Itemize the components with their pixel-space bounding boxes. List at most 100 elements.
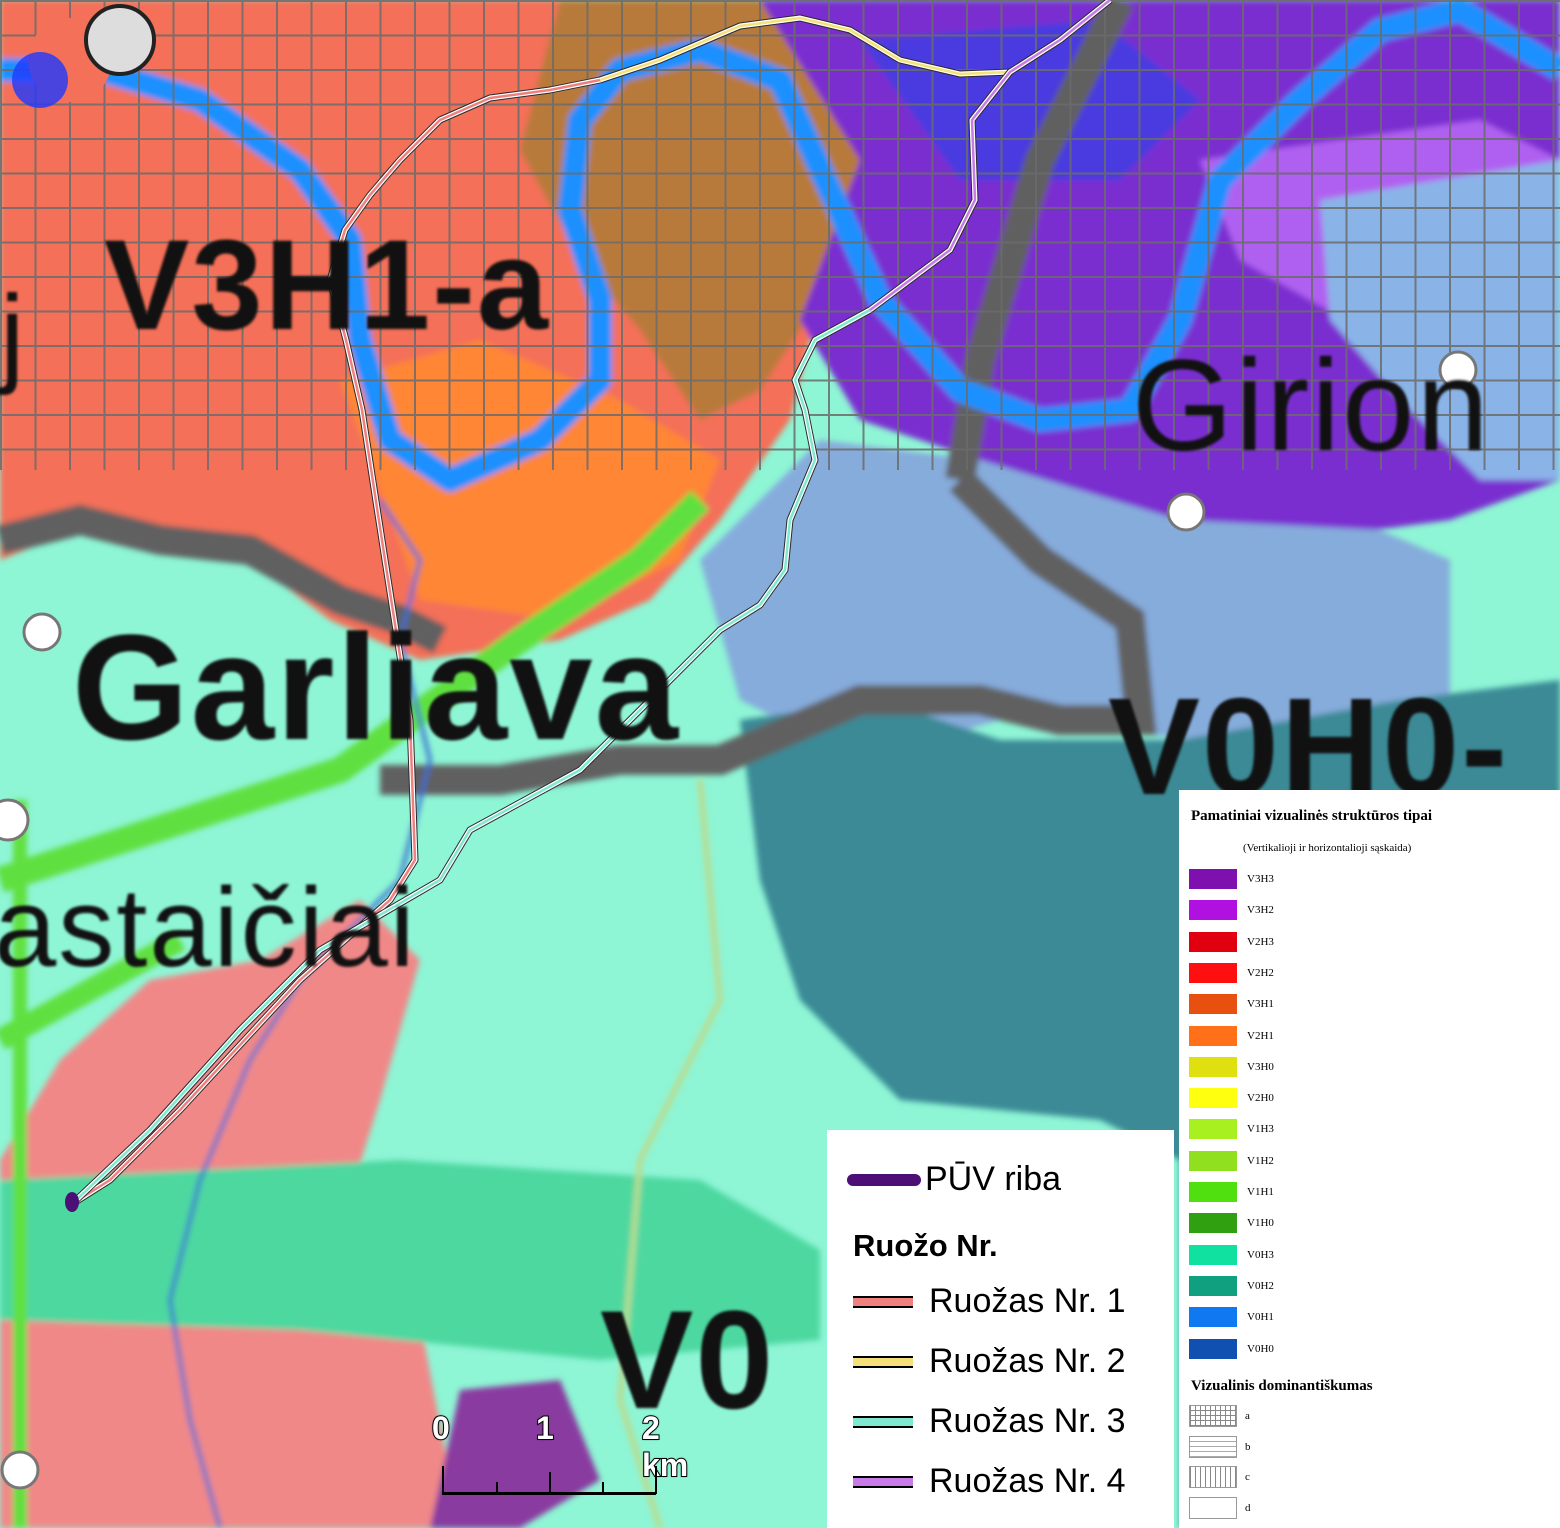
dominance-legend-label: a (1245, 1410, 1250, 1422)
area-green-corridor (0, 490, 710, 893)
structure-swatch (1189, 1056, 1237, 1077)
legend-item-route-1: Ruožas Nr. 1 (853, 1282, 1126, 1321)
structure-legend-label: V3H3 (1247, 873, 1274, 885)
structure-legend-subtitle: (Vertikalioji ir horizontalioji sąskaida… (1243, 842, 1412, 854)
structure-legend-item: V1H1 (1189, 1180, 1274, 1204)
road-faint (616, 779, 724, 1528)
structure-legend-item: V0H0 (1189, 1337, 1274, 1361)
scale-tick (442, 1466, 444, 1494)
dominance-legend-item: d (1189, 1496, 1251, 1520)
scale-label-1: 1 (535, 1409, 555, 1447)
structure-swatch (1189, 1307, 1237, 1328)
structure-legend-label: V1H0 (1247, 1217, 1274, 1230)
dominance-swatch (1189, 1496, 1237, 1519)
dominance-title: Vizualinis dominantiškumas (1191, 1378, 1373, 1394)
area-v3h3-south (430, 1380, 600, 1528)
map-label-girionys: Girion (1132, 332, 1491, 478)
map-label-v0: V0 (600, 1281, 776, 1438)
legend-item-route-2: Ruožas Nr. 2 (853, 1342, 1126, 1381)
map-label-partial: j (0, 273, 27, 396)
scale-label-0: 0 (431, 1409, 451, 1447)
route-segments[interactable] (69, 0, 1113, 1207)
dominance-legend-item: a (1189, 1404, 1250, 1428)
map-label-garliava: Garliava (72, 603, 681, 771)
structure-swatch (1189, 1182, 1237, 1202)
scale-tick (655, 1466, 657, 1494)
puv-boundary-marker (65, 1192, 79, 1212)
structure-legend-item: V0H1 (1189, 1305, 1274, 1329)
structure-legend-item: V2H0 (1189, 1086, 1274, 1110)
scale-bar: 0 1 2 km (430, 1409, 690, 1500)
scale-tick (549, 1472, 551, 1494)
structure-legend-item: V2H2 (1189, 961, 1274, 985)
settlement-dot (1438, 350, 1478, 390)
structure-legend-label: V2H0 (1247, 1092, 1274, 1105)
route-swatch (853, 1295, 913, 1308)
structure-legend-item: V3H0 (1189, 1055, 1274, 1079)
dominance-legend-label: d (1245, 1501, 1251, 1514)
structure-legend-label: V0H2 (1247, 1279, 1274, 1292)
structure-swatch (1189, 1275, 1237, 1296)
dominance-legend-label: c (1245, 1471, 1250, 1483)
legend-item-route-4: Ruožas Nr. 4 (853, 1462, 1126, 1501)
structure-legend-label: V1H1 (1247, 1186, 1274, 1198)
route-segment-1 (71, 78, 601, 1206)
settlement-dot (22, 612, 62, 652)
route-segment-3 (71, 308, 871, 1205)
dominance-legend-item: c (1189, 1465, 1250, 1489)
structure-legend: Pamatiniai vizualinės struktūros tipai (… (1179, 790, 1560, 1528)
scale-tick (602, 1482, 604, 1494)
structure-swatch (1189, 1119, 1237, 1140)
structure-swatch (1189, 1244, 1237, 1265)
structure-legend-title: Pamatiniai vizualinės struktūros tipai (1191, 808, 1432, 824)
route-legend-label: Ruožas Nr. 2 (929, 1342, 1126, 1380)
structure-legend-item: V1H3 (1189, 1117, 1274, 1141)
route-segment-2 (599, 16, 1011, 82)
dominance-legend-label: b (1245, 1440, 1251, 1453)
structure-swatch (1189, 962, 1237, 983)
route-legend-label: Ruožas Nr. 1 (929, 1282, 1126, 1320)
legend-item-puv: PŪV riba (847, 1160, 1061, 1199)
area-green-corridor-2 (0, 930, 186, 1050)
dominance-grid-a (0, 0, 1560, 470)
structure-legend-item: V2H1 (1189, 1024, 1274, 1048)
structure-swatch (1189, 931, 1237, 952)
structure-legend-label: V1H3 (1247, 1123, 1274, 1136)
structure-legend-label: V0H0 (1247, 1342, 1274, 1355)
dominance-swatch (1189, 1405, 1237, 1427)
structure-legend-label: V2H1 (1247, 1029, 1274, 1042)
route-legend-label: Ruožas Nr. 4 (929, 1462, 1126, 1500)
route-segment-4 (869, 0, 1111, 311)
structure-swatch (1189, 1150, 1237, 1171)
structure-legend-label: V3H0 (1247, 1060, 1274, 1073)
structure-legend-label: V3H1 (1247, 998, 1274, 1011)
structure-legend-label: V0H1 (1247, 1311, 1274, 1324)
structure-legend-label: V3H2 (1247, 904, 1274, 917)
legend-label-puv: PŪV riba (925, 1160, 1062, 1198)
legend-item-route-3: Ruožas Nr. 3 (853, 1402, 1126, 1441)
route-swatch (853, 1355, 913, 1368)
structure-legend-label: V2H3 (1247, 935, 1274, 948)
scale-label-2km: 2 km (641, 1409, 689, 1484)
structure-swatch (1189, 994, 1237, 1015)
emblem-icon (12, 4, 156, 108)
structure-legend-item: V2H3 (1189, 930, 1274, 954)
route-legend-label: Ruožas Nr. 3 (929, 1402, 1126, 1440)
route-swatch (853, 1415, 913, 1428)
structure-swatch (1189, 900, 1237, 921)
scale-tick (496, 1482, 498, 1494)
dominance-swatch (1189, 1466, 1237, 1488)
structure-swatch (1189, 1088, 1237, 1109)
structure-legend-item: V3H2 (1189, 898, 1274, 922)
structure-legend-label: V2H2 (1247, 966, 1274, 979)
puv-swatch (847, 1173, 921, 1186)
dominance-legend-item: b (1189, 1435, 1251, 1459)
structure-swatch (1189, 1213, 1237, 1234)
settlement-dot (0, 1450, 40, 1490)
structure-legend-label: V1H2 (1247, 1154, 1274, 1167)
route-swatch (853, 1475, 913, 1488)
structure-legend-item: V1H0 (1189, 1211, 1274, 1235)
dominance-swatch (1189, 1435, 1237, 1458)
settlement-dot (1166, 492, 1206, 532)
